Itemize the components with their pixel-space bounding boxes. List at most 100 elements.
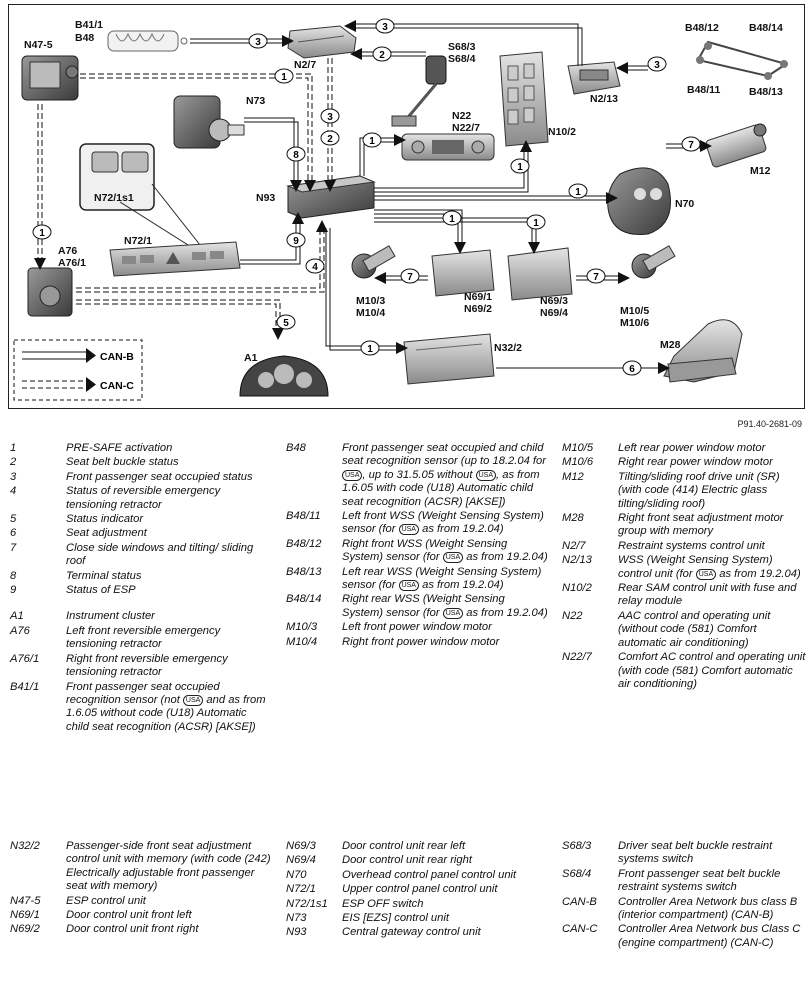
legend-desc: Rear SAM control unit with fuse and rela… bbox=[618, 582, 797, 608]
badge-8: 8 bbox=[286, 146, 306, 162]
legend-desc: Status indicator bbox=[66, 513, 144, 526]
legend-code: A76 bbox=[10, 624, 30, 637]
legend-code: N10/2 bbox=[562, 582, 592, 595]
usa-icon: USA bbox=[398, 580, 419, 592]
legend-desc: Door control unit front right bbox=[66, 923, 199, 936]
svg-text:1: 1 bbox=[533, 218, 539, 229]
legend-code: N72/1s1 bbox=[286, 897, 328, 910]
legend-desc: Right rear power window motor bbox=[618, 456, 773, 469]
n70-overhead-panel bbox=[607, 167, 671, 235]
badge-1: 1 bbox=[32, 224, 52, 240]
legend-row: N69/2 Door control unit front right bbox=[10, 923, 272, 936]
svg-text:1: 1 bbox=[575, 187, 581, 198]
legend-desc: Upper control panel control unit bbox=[342, 883, 498, 896]
svg-text:1: 1 bbox=[367, 344, 373, 355]
label-a76: A76 bbox=[58, 245, 77, 257]
n72-1s1-callout bbox=[79, 143, 205, 251]
legend-desc: Instrument cluster bbox=[66, 610, 155, 623]
label-a76-1: A76/1 bbox=[58, 257, 86, 269]
badge-9: 9 bbox=[286, 232, 306, 248]
n22-ac-control bbox=[401, 133, 495, 161]
label-n22: N22 bbox=[452, 110, 471, 122]
s68-seat-belt-buckle bbox=[391, 55, 447, 127]
badge-1: 1 bbox=[360, 340, 380, 356]
svg-text:1: 1 bbox=[517, 162, 523, 173]
legend-code: CAN-C bbox=[562, 923, 598, 936]
usa-icon: USA bbox=[398, 524, 419, 536]
legend-desc: Right front power window motor bbox=[342, 635, 500, 648]
legend-desc: Door control unit front left bbox=[66, 909, 192, 922]
n72-1-control-panel bbox=[109, 241, 241, 277]
label-n73: N73 bbox=[246, 95, 265, 107]
legend-code: N69/4 bbox=[286, 854, 316, 867]
component-labels: B41/1 B48 N47-5 N2/7 S68/3 S68/4 B48/12 … bbox=[24, 19, 783, 364]
label-b48-11: B48/11 bbox=[687, 84, 720, 96]
badge-1: 1 bbox=[526, 214, 546, 230]
legend-code: CAN-B bbox=[562, 895, 597, 908]
legend-desc: Front passenger seat occupied and child … bbox=[342, 442, 546, 508]
legend-code: M10/4 bbox=[286, 635, 318, 648]
svg-text:1: 1 bbox=[369, 136, 375, 147]
badge-2: 2 bbox=[320, 130, 340, 146]
svg-text:5: 5 bbox=[283, 318, 289, 329]
can-c-arrowheads bbox=[34, 180, 336, 340]
badge-3: 3 bbox=[248, 33, 268, 49]
n69-1-door-unit bbox=[431, 249, 495, 297]
label-n69-1: N69/1 bbox=[464, 291, 492, 303]
legend-code: N69/2 bbox=[10, 923, 40, 936]
usa-icon: USA bbox=[442, 607, 464, 619]
legend-code: B48/12 bbox=[286, 537, 322, 550]
m12-sunroof-motor bbox=[705, 123, 767, 168]
usa-icon: USA bbox=[342, 469, 363, 481]
legend-desc: Door control unit rear left bbox=[342, 840, 466, 852]
svg-text:3: 3 bbox=[382, 22, 388, 33]
n32-2-seat-control bbox=[403, 333, 495, 385]
label-n2-13: N2/13 bbox=[590, 93, 618, 105]
label-b48-13: B48/13 bbox=[749, 86, 783, 98]
legend-code: 9 bbox=[10, 584, 17, 597]
legend-desc: Tilting/sliding roof drive unit (SR) (wi… bbox=[618, 470, 780, 510]
usa-icon: USA bbox=[695, 568, 717, 580]
legend-gap bbox=[10, 598, 272, 610]
badge-5: 5 bbox=[276, 314, 296, 330]
legend-desc: Left front reversible emergency tensioni… bbox=[66, 624, 221, 651]
legend-desc: Right front reversible emergency tension… bbox=[66, 652, 228, 679]
signal-badges: 3 3 2 3 1 3 2 8 1 1 1 7 1 1 9 1 4 7 7 5 … bbox=[32, 18, 701, 376]
legend-desc: ESP OFF switch bbox=[342, 897, 424, 910]
label-b48-12: B48/12 bbox=[685, 22, 719, 34]
a1-instrument-cluster bbox=[239, 355, 329, 397]
legend-desc: Front passenger seat belt buckle restrai… bbox=[618, 867, 781, 894]
legend-desc: Left front WSS (Weight Sensing System) s… bbox=[342, 510, 544, 536]
badge-7: 7 bbox=[681, 136, 701, 152]
legend-desc: Controller Area Network bus class B (int… bbox=[618, 895, 798, 922]
badge-7: 7 bbox=[400, 268, 420, 284]
legend-desc: Left front power window motor bbox=[342, 621, 492, 634]
label-b48: B48 bbox=[75, 32, 94, 44]
label-m10-3: M10/3 bbox=[356, 295, 385, 307]
label-a1: A1 bbox=[244, 352, 258, 364]
label-n72-1s1: N72/1s1 bbox=[94, 192, 134, 204]
svg-text:6: 6 bbox=[629, 364, 635, 375]
m28-seat-motor bbox=[663, 319, 743, 383]
legend-code: B48/11 bbox=[286, 510, 321, 523]
legend-can-b: CAN-B bbox=[100, 351, 134, 363]
